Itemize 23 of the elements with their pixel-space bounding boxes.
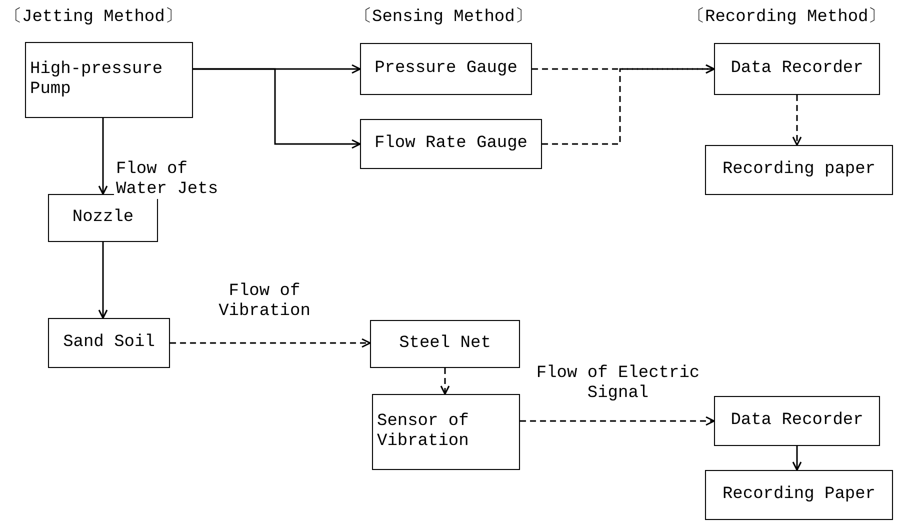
section-heading: 〔Sensing Method〕 — [355, 8, 532, 28]
process-box: Sensor of Vibration — [372, 394, 520, 470]
arrow — [520, 416, 715, 426]
arrow — [170, 338, 371, 348]
arrow — [792, 95, 802, 146]
process-box: Flow Rate Gauge — [360, 119, 542, 169]
arrow — [98, 242, 108, 319]
process-box: Data Recorder — [714, 43, 880, 95]
process-box: Nozzle — [48, 194, 158, 242]
arrow — [98, 118, 108, 195]
process-box: High-pressure Pump — [25, 42, 193, 118]
section-heading: 〔Recording Method〕 — [688, 8, 886, 28]
arrow — [440, 368, 450, 395]
process-box: Steel Net — [370, 320, 520, 368]
process-box: Sand Soil — [48, 318, 170, 368]
process-box: Data Recorder — [714, 396, 880, 446]
process-box: Pressure Gauge — [360, 43, 532, 95]
process-box: Recording paper — [705, 145, 893, 195]
arrow — [542, 64, 715, 145]
arrow — [193, 68, 361, 149]
arrow — [792, 446, 802, 471]
section-heading: 〔Jetting Method〕 — [5, 8, 182, 28]
process-box: Recording Paper — [705, 470, 893, 520]
